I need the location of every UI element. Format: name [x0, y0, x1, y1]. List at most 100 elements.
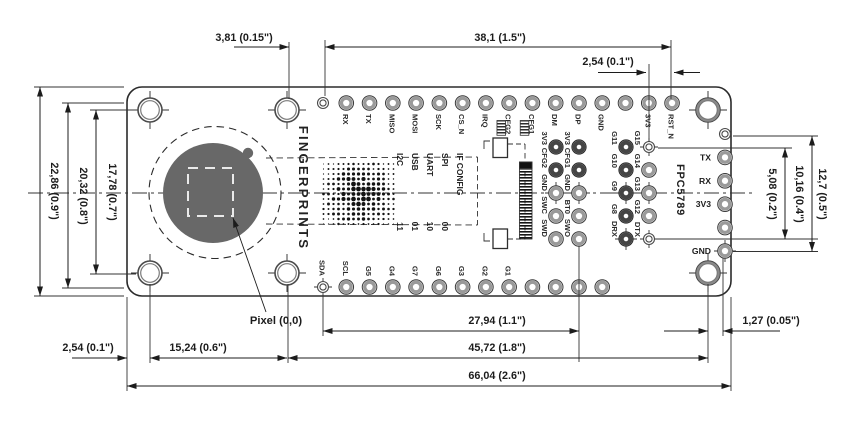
pin-grid-label-CFG2: CFG2	[540, 148, 549, 168]
pin-bottom-G6	[431, 279, 448, 295]
pin-right-label-GND: GND	[692, 246, 711, 256]
dim-bottom-27-94: 27,94 (1.1")	[468, 315, 526, 327]
pin-bottom-label-G3: G3	[457, 266, 466, 276]
pin-bottom-label-G1: G1	[504, 266, 513, 277]
dim-bottom-2-54: 2,54 (0.1")	[62, 342, 114, 354]
pin-top-label-CFG2: CFG2	[504, 114, 513, 134]
dim-bottom-15-24: 15,24 (0.6")	[169, 342, 227, 354]
callout-corner-top	[483, 140, 490, 149]
pin-grid-label-GND: GND	[563, 174, 572, 191]
fingerprint-dot-pattern	[322, 162, 395, 226]
dim-bottom-66-04: 66,04 (2.6")	[468, 370, 526, 382]
pin-grid-CFG2	[548, 162, 564, 178]
board-name-label: FPC5789	[674, 164, 686, 216]
pin-top-label-3V3: 3V3	[643, 114, 652, 128]
pin-top-label-RX: RX	[341, 114, 350, 125]
pin-grid-label-G15: G15	[633, 131, 642, 146]
pin-top-label-CFG1: CFG1	[527, 114, 536, 135]
pin-bottom-label-G7: G7	[411, 266, 420, 276]
pin-grid-3V3	[548, 139, 564, 155]
pin-top-RST_N	[664, 95, 680, 111]
pin-bottom-label-G2: G2	[480, 266, 489, 276]
jumper-pad-bottom	[492, 228, 509, 250]
pin-top-label-RST_N: RST_N	[667, 114, 676, 139]
pin-grid-SWD	[548, 231, 564, 247]
pin-top-CFG2	[501, 95, 517, 111]
pin-grid-CFG1	[571, 162, 587, 178]
sensor-active-area	[187, 167, 234, 217]
pin-right-3V3	[717, 196, 733, 212]
dim-left-20-32: 20,32 (0.8")	[77, 167, 89, 225]
dim-left-17-78: 17,78 (0.7")	[106, 163, 118, 221]
pin-top-label-MOSI: MOSI	[411, 114, 420, 133]
if-config-label-SPI: SPI	[440, 153, 450, 167]
pin-top-CS_N	[454, 95, 471, 111]
callout-leader-top	[265, 156, 478, 159]
pin-grid-G13	[638, 182, 660, 204]
if-config-label-I2C: I2C	[395, 153, 405, 166]
pin-top-label-DP: DP	[573, 114, 582, 125]
pin-grid-label-SWO: SWO	[563, 219, 572, 237]
resistor-footprint-CFG1	[519, 120, 530, 136]
pin-top-DM	[547, 95, 564, 111]
pin-bottom-label-G4: G4	[387, 266, 396, 277]
dim-top-38-1: 38,1 (1.5")	[474, 32, 526, 44]
pin-grid-label-3V3: 3V3	[540, 131, 549, 145]
pin-top-label-SCK: SCK	[434, 114, 443, 131]
callout-corner-bottom	[483, 233, 490, 242]
pin-grid-BT0	[571, 208, 587, 224]
pin-grid-label-SWC: SWC	[540, 196, 549, 214]
pin-grid-label-SWD: SWD	[540, 219, 549, 237]
pin-grid-GND	[545, 182, 567, 204]
if-config-value-SPI: 00	[440, 222, 450, 232]
sensor-body	[163, 143, 263, 243]
dim-left-22-86: 22,86 (0.9")	[48, 162, 60, 220]
if-config-title: IF CONFIG	[455, 153, 465, 195]
pin-grid-label-G14: G14	[633, 154, 642, 169]
pin-bottom-G7	[408, 279, 424, 295]
sensor-keepout-dashed-circle	[148, 125, 282, 260]
pin-top-label-DM: DM	[550, 114, 559, 126]
pin-top-GND	[594, 95, 611, 111]
if-config-value-UART: 10	[425, 222, 435, 232]
pin-bottom-label-SCL: SCL	[341, 261, 350, 277]
dim-right-5-08: 5,08 (0.2")	[766, 168, 778, 220]
if-config-value-USB: 01	[410, 222, 420, 232]
pin-right-TX	[717, 149, 733, 166]
pin-grid-SWO	[571, 231, 587, 247]
pin-bottom-G3	[454, 279, 471, 295]
pin-bottom-SDA	[314, 278, 332, 296]
pin-bottom-G5	[361, 279, 378, 295]
pin-top-label-GND: GND	[597, 114, 606, 131]
pin-right-nc4	[717, 219, 733, 236]
pin-top-label-CS_N: CS_N	[457, 114, 466, 134]
pin-bottom-SCL	[338, 279, 355, 295]
pin-right-nc0	[718, 127, 732, 141]
pin-top-DP	[571, 95, 587, 111]
mounting-hole	[268, 91, 306, 129]
mounting-hole	[131, 91, 169, 129]
pin-top-RX	[338, 95, 355, 111]
pin-grid-DRX	[615, 228, 637, 250]
pin-grid-label-DTX: DTX	[633, 222, 642, 237]
dim-top-2-54: 2,54 (0.1")	[582, 56, 634, 68]
pin-top-label-MISO: MISO	[387, 114, 396, 134]
pin-grid-GND	[568, 182, 590, 204]
pixel-origin-label: Pixel (0,0)	[250, 315, 303, 327]
pin-grid-label-GND: GND	[540, 174, 549, 191]
pin-top-CFG1	[524, 95, 541, 111]
pixel-origin-arrow	[232, 217, 267, 313]
pin-bottom-label-G6: G6	[434, 266, 443, 276]
pin-grid-label-G9: G9	[610, 181, 619, 191]
pin-bottom-label-G5: G5	[364, 266, 373, 277]
pin-bottom-nc9	[524, 279, 541, 295]
pin-grid-label-DRX: DRX	[610, 221, 619, 237]
pin-right-RX	[717, 173, 733, 189]
pin-top-nc0	[316, 96, 330, 110]
pin-top-IRQ	[478, 95, 494, 111]
pin-bottom-G4	[385, 279, 401, 295]
pin-bottom-G2	[478, 279, 494, 295]
pin-top-TX	[361, 95, 378, 111]
